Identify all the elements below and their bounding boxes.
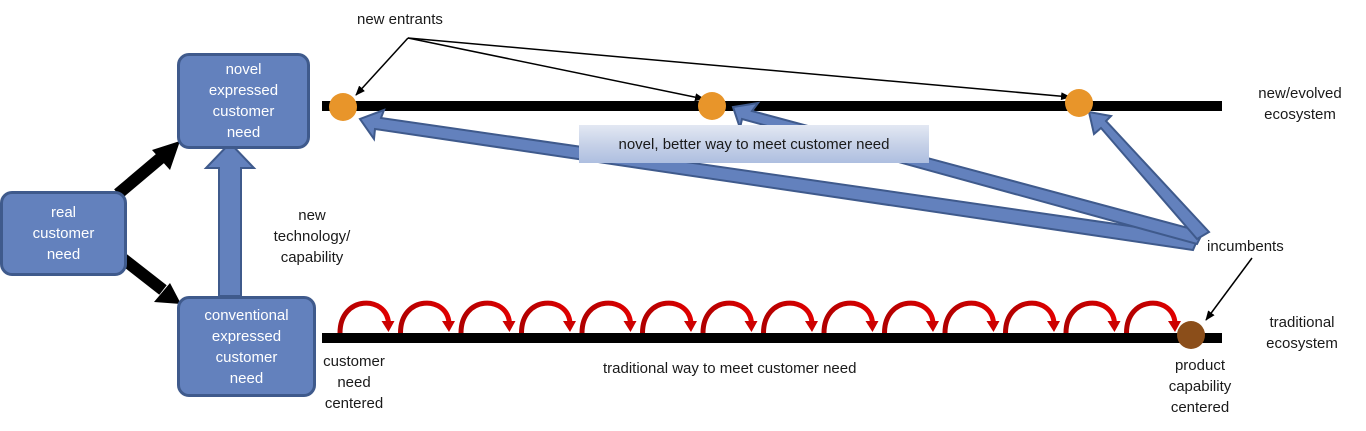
iteration-arc-12 xyxy=(1003,300,1060,334)
incumbent-arrow-to-entrant-1 xyxy=(358,108,1201,252)
new-ecosystem-label: new/evolved ecosystem xyxy=(1258,85,1342,123)
new-entrants-pointers xyxy=(355,37,1071,102)
iteration-arc-5 xyxy=(579,300,637,334)
novel-way-banner: novel, better way to meet customer need xyxy=(579,125,929,163)
iteration-arc-4 xyxy=(519,300,576,334)
iteration-arc-6 xyxy=(640,300,697,334)
product-capability-centered-label: product capability centered xyxy=(1168,357,1232,416)
incumbent-arrow-to-entrant-3 xyxy=(1087,110,1211,241)
incumbent-dot xyxy=(1177,321,1205,349)
new-entrants-label: new entrants xyxy=(357,11,443,28)
iteration-arc-7 xyxy=(700,300,758,334)
customer-need-centered-label: customer need centered xyxy=(323,353,385,412)
incumbents-label: incumbents xyxy=(1207,238,1284,255)
arrow-real-to-novel xyxy=(114,141,180,199)
iteration-arc-8 xyxy=(761,300,818,334)
iteration-arc-10 xyxy=(882,300,939,334)
real-customer-need-box: real customer need xyxy=(0,191,127,276)
iteration-arc-11 xyxy=(942,300,1000,334)
iteration-arcs xyxy=(337,300,1181,334)
novel-expressed-need-box: novel expressed customer need xyxy=(177,53,310,149)
new-technology-label: new technology/ capability xyxy=(273,207,351,266)
iteration-arc-1 xyxy=(337,300,395,334)
incumbents-pointer xyxy=(1205,257,1253,321)
traditional-ecosystem-label: traditional ecosystem xyxy=(1266,314,1338,352)
iteration-arc-2 xyxy=(398,300,455,334)
arrow-real-to-conventional xyxy=(118,253,181,304)
conventional-expressed-need-box: conventional expressed customer need xyxy=(177,296,316,397)
new-entrant-dot-3 xyxy=(1065,89,1093,117)
iteration-arc-9 xyxy=(821,300,879,334)
iteration-arc-13 xyxy=(1063,300,1121,334)
iteration-arc-3 xyxy=(458,300,516,334)
new-entrant-dot-1 xyxy=(329,93,357,121)
arrow-new-technology xyxy=(203,141,257,297)
new-entrant-dot-2 xyxy=(698,92,726,120)
traditional-way-label: traditional way to meet customer need xyxy=(603,360,857,377)
iteration-arc-14 xyxy=(1124,300,1181,334)
